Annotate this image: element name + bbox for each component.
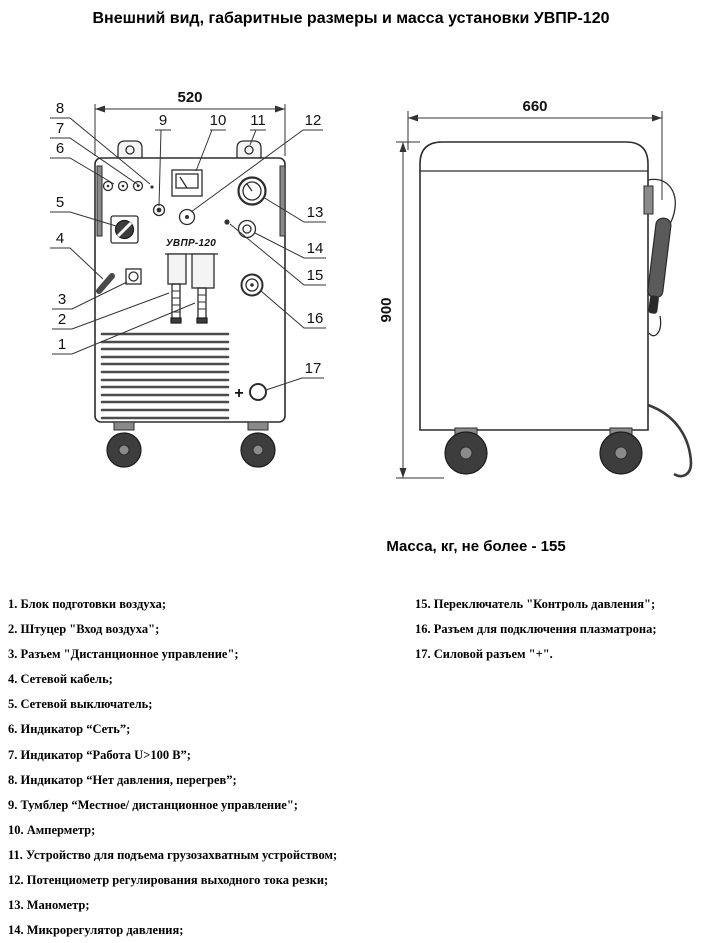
svg-text:8: 8 — [56, 100, 64, 117]
legend-item-9: 9. Тумблер “Местное/ дистанционное управ… — [8, 797, 298, 812]
right-trim — [279, 165, 286, 237]
torch-holder — [643, 178, 676, 337]
callout-13: 13 — [262, 196, 326, 223]
svg-text:6: 6 — [56, 140, 64, 157]
left-trim — [96, 165, 103, 237]
svg-text:1: 1 — [58, 336, 66, 353]
legend-item-3: 3. Разъем "Дистанционное управление"; — [8, 647, 239, 662]
legend-item-4: 4. Сетевой кабель; — [8, 672, 113, 687]
legend-item-17: 17. Силовой разъем "+". — [415, 647, 553, 662]
legend-item-15: 15. Переключатель "Контроль давления"; — [415, 597, 656, 611]
legend-item-11: 11. Устройство для подъема грузозахватны… — [8, 847, 338, 862]
front-width-dim: 520 — [177, 89, 202, 106]
indicator-lamps — [102, 180, 154, 192]
legend-item-8: 8. Индикатор “Нет давления, перегрев”; — [8, 772, 237, 787]
callout-11: 11 — [249, 112, 266, 146]
svg-text:9: 9 — [159, 112, 167, 129]
power-switch — [110, 215, 139, 244]
side-dimension-660: 660 — [407, 98, 663, 200]
side-cabinet-body — [419, 141, 649, 431]
callout-2: 2 — [52, 292, 170, 330]
callout-8: 8 — [50, 100, 151, 185]
legend-item-12: 12. Потенциометр регулирования выходного… — [8, 873, 329, 888]
plasmatron-connector — [240, 273, 264, 297]
legend-item-2: 2. Штуцер "Вход воздуха"; — [8, 622, 160, 637]
power-cable — [647, 403, 693, 478]
pressure-control-switch — [224, 219, 230, 225]
legend-item-16: 16. Разъем для подключения плазматрона; — [415, 622, 657, 637]
callout-15: 15 — [229, 223, 326, 286]
callout-6: 6 — [50, 140, 115, 185]
page-title: Внешний вид, габаритные размеры и масса … — [92, 10, 610, 27]
legend-right-column: 15. Переключатель "Контроль давления"; 1… — [415, 592, 657, 667]
svg-text:5: 5 — [56, 194, 64, 211]
legend-item-1: 1. Блок подготовки воздуха; — [8, 597, 167, 611]
ammeter — [171, 169, 203, 197]
technical-drawing: 520 — [50, 89, 693, 479]
svg-text:3: 3 — [58, 291, 66, 308]
svg-text:11: 11 — [250, 112, 266, 129]
air-preparation-unit — [165, 253, 218, 324]
callout-1: 1 — [52, 302, 196, 355]
callout-14: 14 — [254, 232, 326, 259]
svg-text:12: 12 — [305, 112, 322, 129]
lifting-ears — [117, 140, 262, 159]
power-plus-connector: + — [234, 383, 267, 402]
manometer — [237, 176, 267, 206]
front-cabinet-body — [94, 157, 286, 423]
svg-text:14: 14 — [307, 240, 324, 257]
air-inlet-fitting — [125, 268, 142, 285]
device-label: УВПР-120 — [166, 238, 216, 249]
potentiometer-knob — [178, 208, 196, 226]
side-width-dim: 660 — [522, 98, 547, 115]
legend-item-13: 13. Манометр; — [8, 898, 90, 913]
svg-text:10: 10 — [210, 112, 227, 129]
mains-cable — [96, 273, 115, 294]
ventilation-grille — [100, 332, 230, 420]
legend-item-14: 14. Микрорегулятор давления; — [8, 923, 184, 938]
callout-9: 9 — [155, 112, 171, 207]
legend-item-6: 6. Индикатор “Сеть”; — [8, 722, 131, 737]
front-wheels — [106, 421, 276, 468]
callout-10: 10 — [195, 112, 227, 172]
callout-4: 4 — [50, 230, 104, 280]
side-view: 660 900 — [378, 98, 693, 479]
side-dimension-900: 900 — [378, 141, 444, 479]
legend-item-7: 7. Индикатор “Работа U>100 В”; — [8, 747, 191, 762]
callout-12: 12 — [190, 112, 323, 213]
front-callouts: 8 7 6 5 4 3 2 1 9 10 11 12 13 14 15 16 1… — [50, 100, 326, 391]
callout-3: 3 — [52, 281, 128, 310]
legend-item-5: 5. Сетевой выключатель; — [8, 697, 153, 712]
side-height-dim: 900 — [378, 297, 395, 322]
callout-5: 5 — [50, 194, 117, 227]
legend-item-10: 10. Амперметр; — [8, 822, 96, 837]
callout-17: 17 — [265, 360, 324, 391]
mass-note: Масса, кг, не более - 155 — [386, 538, 566, 555]
front-view: 520 — [50, 89, 326, 468]
svg-text:16: 16 — [307, 310, 324, 327]
svg-text:4: 4 — [56, 230, 64, 247]
svg-text:15: 15 — [307, 267, 324, 284]
svg-text:17: 17 — [305, 360, 322, 377]
plus-label: + — [234, 385, 243, 402]
callout-16: 16 — [260, 290, 326, 329]
svg-text:13: 13 — [307, 204, 324, 221]
front-dimension-520: 520 — [94, 89, 286, 156]
callout-7: 7 — [50, 120, 141, 187]
svg-text:2: 2 — [58, 311, 66, 328]
side-wheels — [444, 427, 643, 475]
legend-left-column: 1. Блок подготовки воздуха; 2. Штуцер "В… — [8, 592, 337, 943]
svg-text:7: 7 — [56, 120, 64, 137]
